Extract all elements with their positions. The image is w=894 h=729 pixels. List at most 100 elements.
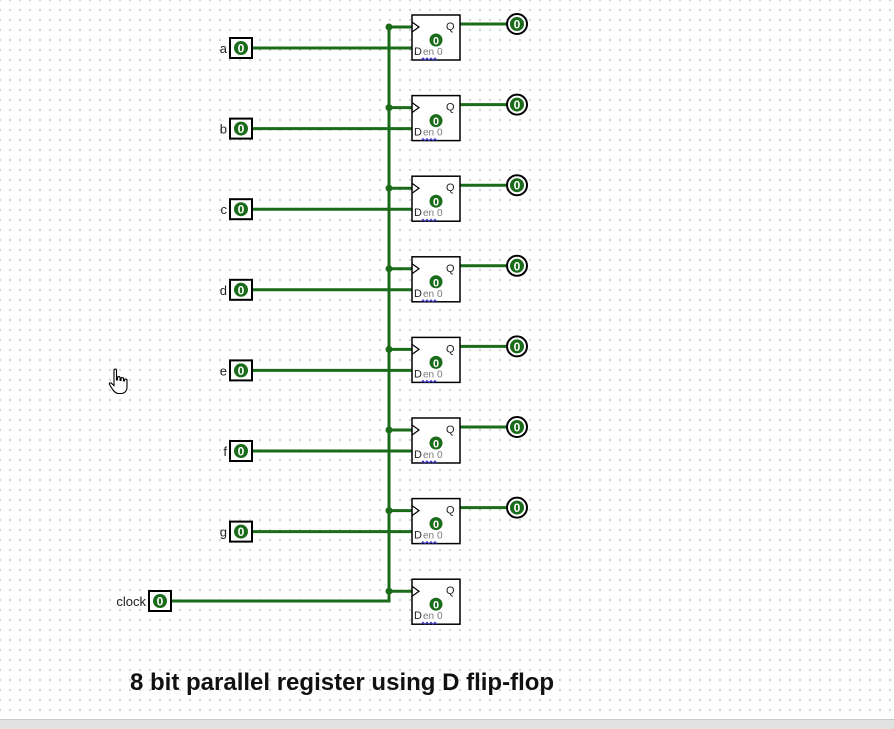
clock-triangle: [411, 102, 421, 114]
input-value: 0: [238, 42, 245, 56]
en-pin-label: en: [423, 369, 434, 380]
q-pin-label: Q: [446, 424, 455, 436]
q-pin-label: Q: [446, 182, 455, 194]
state-indicator-bg: [429, 436, 443, 450]
input-label: e: [220, 363, 227, 378]
en-value: 0: [437, 450, 443, 461]
clock-label: clock: [116, 594, 146, 609]
d-pin-label: D: [414, 368, 422, 380]
output-value: 0: [514, 340, 521, 354]
q-pin-label: Q: [446, 263, 455, 275]
en-pin-label: en: [423, 450, 434, 461]
bottom-pin-marks: [420, 218, 438, 222]
output-led: 0: [506, 93, 528, 116]
bottom-pin-marks: [420, 379, 438, 384]
wire-junction: [385, 184, 393, 192]
q-pin-label: Q: [446, 343, 455, 355]
input-pin-value-bg: [234, 282, 248, 297]
clock-value: 0: [157, 595, 164, 609]
output-value: 0: [514, 259, 521, 273]
input-label: f: [223, 444, 227, 459]
state-indicator-bg: [429, 33, 443, 47]
output-value: 0: [514, 421, 521, 435]
output-value: 0: [514, 179, 521, 193]
input-pin-value-bg: [234, 524, 248, 539]
output-led: 0: [506, 416, 528, 438]
d-pin-label: D: [414, 530, 422, 542]
en-pin-label: en: [423, 128, 434, 139]
en-value: 0: [437, 289, 443, 300]
output-led-bg: [510, 178, 524, 193]
en-value: 0: [437, 531, 443, 542]
wires: [170, 22, 506, 603]
state-indicator-bg: [429, 275, 443, 289]
output-value: 0: [514, 18, 521, 32]
en-pin-label: en: [423, 289, 434, 300]
input-value: 0: [238, 445, 245, 459]
q-pin-label: Q: [446, 102, 455, 114]
clock-triangle: [411, 343, 421, 355]
d-pin-label: D: [414, 207, 422, 219]
en-pin-label: en: [423, 611, 434, 622]
en-value: 0: [437, 128, 443, 139]
output-led-bg: [510, 339, 524, 354]
q-pin-label: Q: [446, 505, 455, 517]
en-pin-label: en: [423, 208, 434, 219]
input-value: 0: [238, 283, 245, 297]
wire-junction: [385, 265, 393, 273]
clock-pin[interactable]: clock 0: [116, 590, 172, 612]
wire-junction: [385, 587, 393, 595]
output-led-bg: [510, 17, 524, 31]
output-led-bg: [510, 500, 524, 515]
output-led: 0: [506, 13, 528, 35]
q-pin-label: Q: [446, 585, 455, 597]
input-label: d: [220, 283, 227, 298]
wire-junction: [385, 23, 393, 31]
output-led: 0: [506, 254, 528, 277]
bottom-pin-marks: [420, 621, 438, 625]
input-label: b: [220, 122, 227, 137]
output-led: 0: [506, 335, 528, 358]
d-pin-label: D: [414, 610, 422, 622]
diagram-caption: 8 bit parallel register using D flip-flo…: [130, 669, 555, 696]
d-pin-label: D: [414, 46, 422, 58]
en-pin-label: en: [423, 47, 434, 58]
d-pin-label: D: [414, 127, 422, 139]
bottom-scrollbar[interactable]: [0, 719, 894, 729]
input-pin-value-bg: [234, 121, 248, 136]
d-pin-label: D: [414, 449, 422, 461]
flip-flop-state: 0: [433, 277, 439, 289]
state-indicator-bg: [429, 355, 443, 369]
flip-flop-state: 0: [433, 36, 439, 48]
wire-junction: [385, 104, 393, 112]
input-pin-value-bg: [234, 41, 248, 55]
flip-flop-state: 0: [433, 600, 439, 612]
flip-flop-state: 0: [433, 116, 439, 128]
output-value: 0: [514, 98, 521, 112]
input-pin-value-bg: [234, 202, 248, 217]
input-value: 0: [238, 364, 245, 378]
en-value: 0: [437, 208, 443, 219]
input-pin-value-bg: [234, 363, 248, 378]
hand-pointer-icon: [108, 368, 128, 395]
output-led: 0: [506, 174, 528, 197]
clock-triangle: [411, 182, 421, 194]
bottom-pin-marks: [420, 299, 438, 303]
en-pin-label: en: [423, 531, 434, 542]
